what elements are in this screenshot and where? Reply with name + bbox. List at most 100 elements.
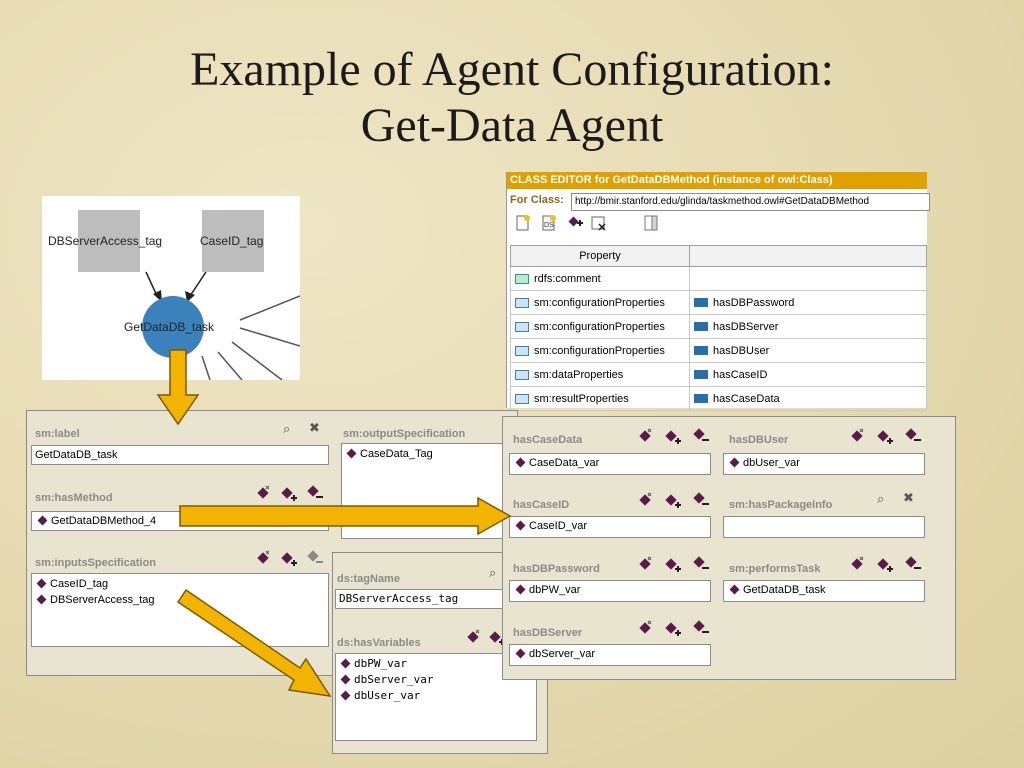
table-row[interactable]: sm:dataProperties hasCaseID: [510, 362, 927, 387]
performs-task-field[interactable]: GetDataDB_task: [723, 580, 925, 602]
col-header-value[interactable]: [689, 245, 927, 267]
remove-icon[interactable]: [693, 556, 709, 572]
list-item[interactable]: dbServer_var: [336, 672, 536, 688]
view-icon[interactable]: [643, 215, 659, 231]
has-method-value: GetDataDBMethod_4: [51, 515, 157, 527]
instance-icon: [694, 298, 708, 308]
table-row[interactable]: sm:configurationProperties hasDBServer: [510, 314, 927, 339]
remove-icon[interactable]: [693, 620, 709, 636]
for-class-row: For Class:: [507, 189, 927, 211]
create-instance-icon[interactable]: [255, 485, 271, 501]
search-icon[interactable]: ⌕: [877, 491, 885, 506]
table-row[interactable]: sm:configurationProperties hasDBPassword: [510, 290, 927, 315]
close-icon[interactable]: ✖: [903, 490, 914, 505]
class-editor-toolbar: DS: [507, 211, 927, 233]
has-db-password-title: hasDBPassword: [513, 563, 600, 575]
title-line-1: Example of Agent Configuration:: [190, 43, 834, 96]
property-cell: sm:configurationProperties: [510, 290, 690, 315]
has-case-data-field[interactable]: CaseData_var: [509, 453, 711, 475]
output-spec-list[interactable]: CaseData_Tag: [341, 443, 507, 539]
has-db-server-field[interactable]: dbServer_var: [509, 644, 711, 666]
has-package-info-title: sm:hasPackageInfo: [729, 499, 833, 511]
value-text: hasDBUser: [713, 344, 770, 357]
value-cell: hasDBServer: [689, 314, 927, 339]
instance-icon: [340, 674, 351, 685]
has-method-title: sm:hasMethod: [35, 492, 113, 504]
remove-icon[interactable]: [307, 485, 323, 501]
table-row[interactable]: sm:configurationProperties hasDBUser: [510, 338, 927, 363]
value-text: hasCaseData: [713, 392, 780, 405]
value-text: hasCaseID: [713, 368, 768, 381]
performs-task-value: GetDataDB_task: [743, 584, 826, 596]
list-item[interactable]: dbUser_var: [336, 688, 536, 704]
tag-name-field[interactable]: DBServerAccess_tag: [335, 589, 535, 609]
delete-instance-icon[interactable]: [591, 215, 607, 231]
add-icon[interactable]: [281, 552, 297, 568]
table-row[interactable]: rdfs:comment: [510, 266, 927, 291]
create-instance-icon[interactable]: [637, 492, 653, 508]
inputs-spec-list[interactable]: CaseID_tag DBServerAccess_tag: [31, 573, 329, 647]
add-icon[interactable]: [281, 487, 297, 503]
property-cell: sm:configurationProperties: [510, 314, 690, 339]
graph-node-getdatadb[interactable]: [142, 296, 204, 358]
create-instance-icon[interactable]: [637, 620, 653, 636]
list-item[interactable]: DBServerAccess_tag: [32, 592, 328, 608]
has-case-id-field[interactable]: CaseID_var: [509, 516, 711, 538]
add-instance-icon[interactable]: [567, 215, 583, 231]
property-name: rdfs:comment: [534, 272, 601, 285]
property-name: sm:configurationProperties: [534, 344, 665, 357]
instance-icon: [515, 520, 526, 531]
list-item[interactable]: dbPW_var: [336, 656, 536, 672]
graph-node-dbserveraccess[interactable]: [78, 210, 140, 272]
property-name: sm:configurationProperties: [534, 320, 665, 333]
property-name: sm:dataProperties: [534, 368, 624, 381]
has-package-info-field[interactable]: [723, 516, 925, 538]
new-document-ds-icon[interactable]: DS: [541, 215, 557, 231]
graph-edges: [145, 271, 300, 380]
remove-icon[interactable]: [693, 428, 709, 444]
has-case-id-title: hasCaseID: [513, 499, 570, 511]
list-item[interactable]: CaseData_Tag: [342, 446, 506, 462]
remove-icon[interactable]: [905, 556, 921, 572]
instance-icon: [37, 515, 48, 526]
sm-label-field[interactable]: GetDataDB_task: [31, 445, 329, 465]
instance-icon: [694, 370, 708, 380]
graph-node-caseid[interactable]: [202, 210, 264, 272]
close-icon[interactable]: ✖: [309, 420, 320, 435]
add-icon[interactable]: [665, 430, 681, 446]
instance-icon: [515, 648, 526, 659]
remove-icon[interactable]: [693, 492, 709, 508]
create-instance-icon[interactable]: [465, 629, 481, 645]
has-db-user-field[interactable]: dbUser_var: [723, 453, 925, 475]
has-db-password-value: dbPW_var: [529, 584, 581, 596]
search-icon[interactable]: ⌕: [283, 421, 291, 436]
col-header-property[interactable]: Property: [510, 245, 690, 267]
add-icon[interactable]: [665, 622, 681, 638]
for-class-field[interactable]: http://bmir.stanford.edu/glinda/taskmeth…: [571, 193, 930, 211]
new-document-icon[interactable]: [515, 215, 531, 231]
search-icon[interactable]: ⌕: [489, 565, 497, 580]
create-instance-icon[interactable]: [849, 556, 865, 572]
add-icon[interactable]: [665, 558, 681, 574]
create-instance-icon[interactable]: [849, 428, 865, 444]
instance-icon: [694, 394, 708, 404]
table-row[interactable]: sm:resultProperties hasCaseData: [510, 386, 927, 411]
instance-icon: [729, 584, 740, 595]
create-instance-icon[interactable]: [255, 550, 271, 566]
add-icon[interactable]: [877, 430, 893, 446]
has-variables-title: ds:hasVariables: [337, 637, 421, 649]
has-db-password-field[interactable]: dbPW_var: [509, 580, 711, 602]
create-instance-icon[interactable]: [637, 428, 653, 444]
has-case-id-value: CaseID_var: [529, 520, 588, 532]
add-icon[interactable]: [877, 558, 893, 574]
remove-icon[interactable]: [905, 428, 921, 444]
remove-icon[interactable]: [307, 550, 323, 566]
for-class-label: For Class:: [510, 194, 564, 206]
value-cell: hasDBPassword: [689, 290, 927, 315]
list-item[interactable]: CaseID_tag: [32, 576, 328, 592]
add-icon[interactable]: [665, 494, 681, 510]
has-method-field[interactable]: GetDataDBMethod_4: [31, 511, 329, 531]
property-name: sm:configurationProperties: [534, 296, 665, 309]
has-db-server-title: hasDBServer: [513, 627, 583, 639]
create-instance-icon[interactable]: [637, 556, 653, 572]
